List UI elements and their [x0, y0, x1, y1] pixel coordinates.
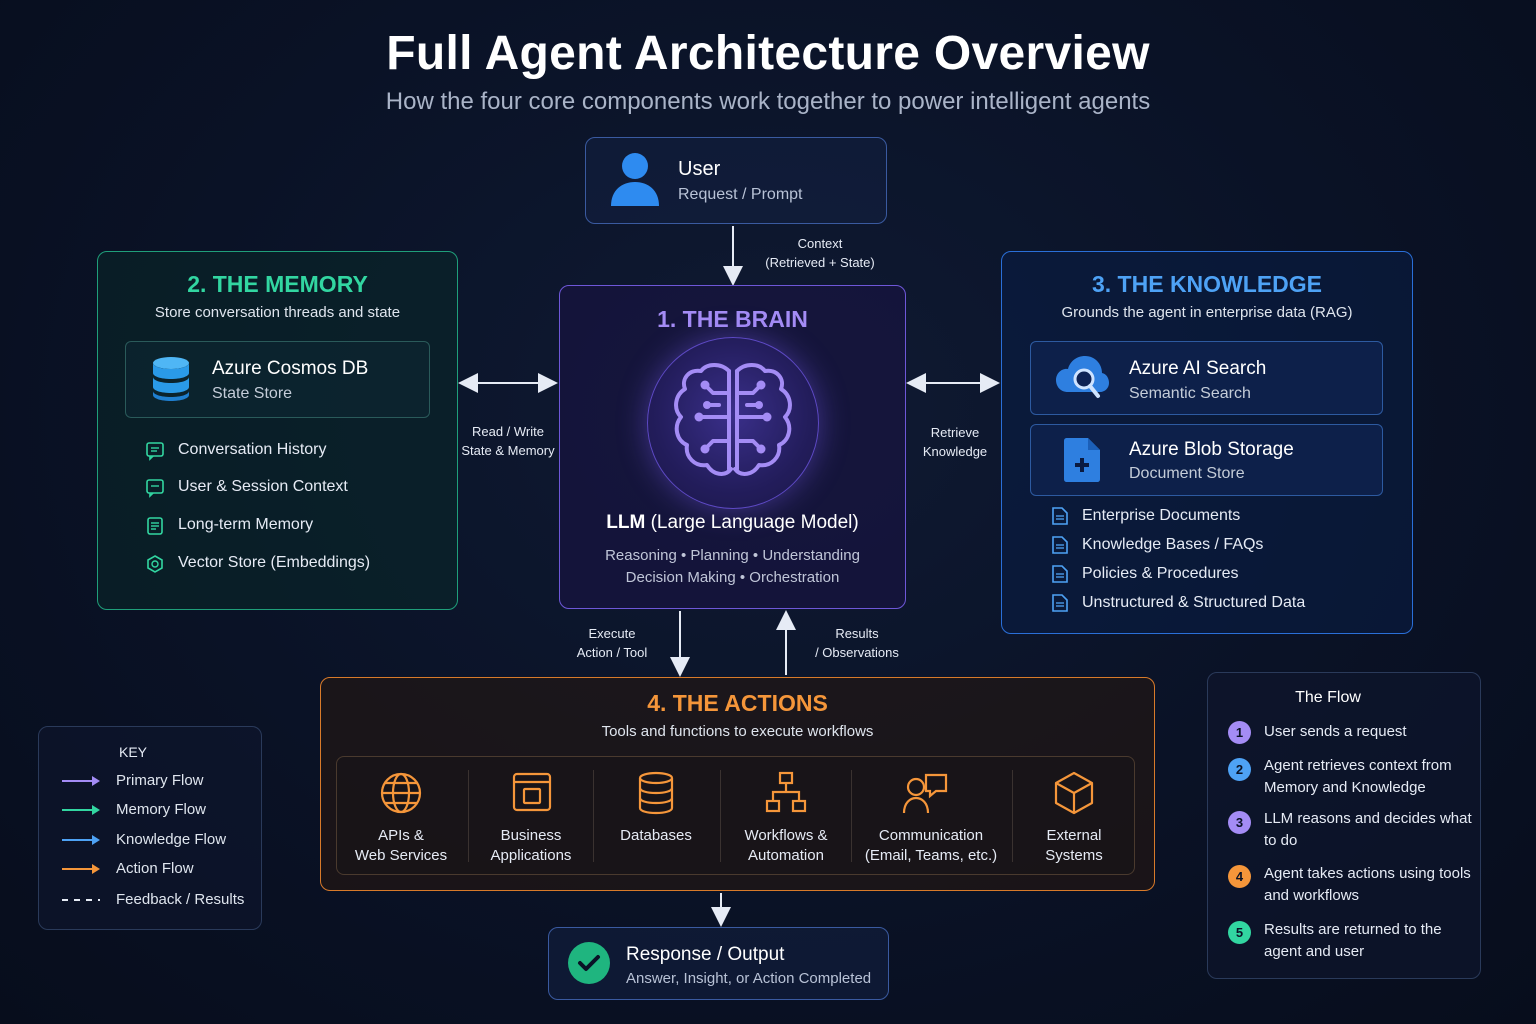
- document-icon: [147, 517, 163, 535]
- cube-icon: [1054, 771, 1094, 815]
- step-number-badge: 1: [1228, 721, 1251, 744]
- tool-divider: [851, 770, 852, 862]
- step-number-badge: 4: [1228, 865, 1251, 888]
- knowledge-subtitle: Grounds the agent in enterprise data (RA…: [1061, 304, 1353, 321]
- key-legend: [38, 726, 262, 930]
- database-icon: [153, 357, 189, 401]
- memory-subtitle: Store conversation threads and state: [154, 304, 401, 321]
- flow-panel: [1207, 672, 1481, 979]
- flow-step: LLM reasons and decides what to do: [1264, 810, 1472, 849]
- user-card: [585, 137, 887, 224]
- step-number-badge: 3: [1228, 811, 1251, 834]
- context-label: Context(Retrieved + State): [765, 236, 875, 270]
- tool-label: Communication(Email, Teams, etc.): [864, 827, 998, 864]
- actions-title: 4. THE ACTIONS: [647, 690, 828, 716]
- memory-title: 2. THE MEMORY: [187, 271, 368, 297]
- check-circle-icon: [568, 942, 610, 984]
- memory-panel: [97, 251, 458, 610]
- flow-step: User sends a request: [1264, 723, 1407, 740]
- knowledge-item: Knowledge Bases / FAQs: [1082, 536, 1264, 553]
- tool-label: Workflows &Automation: [744, 827, 828, 864]
- cosmos-db-card: [125, 341, 430, 418]
- session-icon: [146, 479, 164, 498]
- globe-icon: [380, 772, 422, 814]
- flow-step: Results are returned to the agent and us…: [1264, 921, 1442, 960]
- tools-row: [336, 756, 1135, 875]
- brain-title: 1. THE BRAIN: [657, 306, 808, 332]
- cosmos-db-subtitle: State Store: [212, 385, 293, 402]
- step-number-badge: 2: [1228, 758, 1251, 781]
- page-subtitle: How the four core components work togeth…: [385, 88, 1151, 115]
- llm-label: LLM (Large Language Model): [606, 512, 859, 533]
- tool-label: APIs &Web Services: [354, 827, 448, 864]
- knowledge-item: Policies & Procedures: [1082, 565, 1239, 582]
- key-item: Feedback / Results: [116, 891, 245, 908]
- cosmos-db-title: Azure Cosmos DB: [212, 358, 369, 379]
- key-arrows: [62, 776, 100, 901]
- blob-storage-icon: [1064, 438, 1100, 482]
- document-icon: [1052, 594, 1068, 612]
- document-icon: [1052, 565, 1068, 583]
- response-subtitle: Answer, Insight, or Action Completed: [626, 970, 872, 987]
- tool-divider: [593, 770, 594, 862]
- tool-label: Databases: [620, 827, 692, 844]
- ai-search-title: Azure AI Search: [1129, 358, 1267, 379]
- ai-search-subtitle: Semantic Search: [1129, 385, 1251, 402]
- knowledge-item: Unstructured & Structured Data: [1082, 594, 1306, 611]
- vector-store-icon: [147, 555, 163, 573]
- key-title: KEY: [119, 744, 148, 760]
- step-number-badge: 5: [1228, 921, 1251, 944]
- response-title: Response / Output: [626, 944, 785, 965]
- memory-item: Long-term Memory: [178, 516, 314, 533]
- document-icon: [1052, 507, 1068, 525]
- actions-subtitle: Tools and functions to execute workflows: [601, 723, 874, 740]
- tool-divider: [1012, 770, 1013, 862]
- cloud-search-icon: [1056, 356, 1109, 398]
- key-item: Memory Flow: [116, 801, 207, 818]
- memory-item: Vector Store (Embeddings): [178, 554, 371, 571]
- key-item: Action Flow: [116, 860, 194, 877]
- flow-title: The Flow: [1295, 689, 1361, 706]
- knowledge-item: Enterprise Documents: [1082, 507, 1241, 524]
- brain-icon: [674, 363, 792, 476]
- page-title: Full Agent Architecture Overview: [386, 27, 1150, 80]
- results-label: Results/ Observations: [815, 626, 899, 660]
- tool-divider: [720, 770, 721, 862]
- database-icon: [638, 771, 674, 815]
- key-item: Knowledge Flow: [116, 831, 227, 848]
- communication-icon: [902, 773, 948, 814]
- blob-storage-title: Azure Blob Storage: [1129, 439, 1294, 460]
- app-window-icon: [512, 772, 552, 812]
- user-icon: [611, 153, 659, 206]
- document-icon: [1052, 536, 1068, 554]
- key-item: Primary Flow: [116, 772, 204, 789]
- user-title: User: [678, 158, 721, 180]
- user-subtitle: Request / Prompt: [678, 186, 803, 203]
- flow-step: Agent retrieves context from Memory and …: [1264, 757, 1452, 796]
- chat-icon: [146, 442, 164, 461]
- blob-storage-subtitle: Document Store: [1129, 465, 1245, 482]
- flow-step: Agent takes actions using tools and work…: [1264, 865, 1471, 904]
- workflow-icon: [765, 771, 807, 813]
- knowledge-title: 3. THE KNOWLEDGE: [1091, 271, 1322, 297]
- tool-divider: [468, 770, 469, 862]
- memory-item: Conversation History: [178, 441, 327, 458]
- memory-item: User & Session Context: [178, 478, 348, 495]
